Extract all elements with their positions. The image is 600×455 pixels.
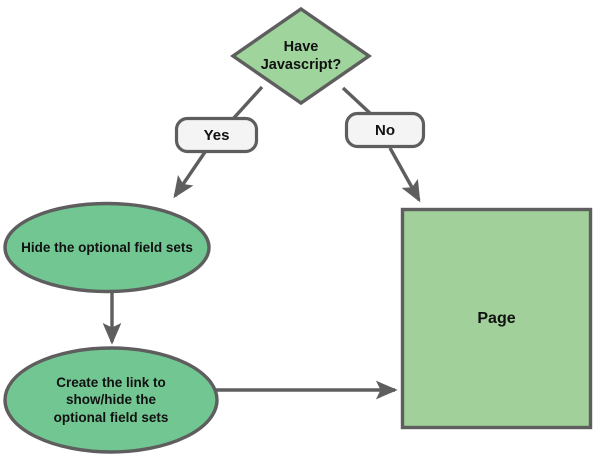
edge-no-to-page bbox=[388, 147, 421, 203]
node-hide-optional-field-sets[interactable] bbox=[3, 201, 211, 294]
edge-decision-to-yes bbox=[230, 85, 264, 122]
node-yes-badge[interactable] bbox=[174, 116, 259, 154]
node-page-rect[interactable] bbox=[400, 207, 593, 430]
node-create-show-hide-link[interactable] bbox=[3, 346, 219, 454]
edge-yes-to-hide-sets bbox=[173, 151, 207, 199]
node-decision-diamond[interactable] bbox=[230, 6, 372, 106]
node-no-badge[interactable] bbox=[344, 111, 426, 149]
edge-decision-to-no bbox=[341, 86, 374, 117]
